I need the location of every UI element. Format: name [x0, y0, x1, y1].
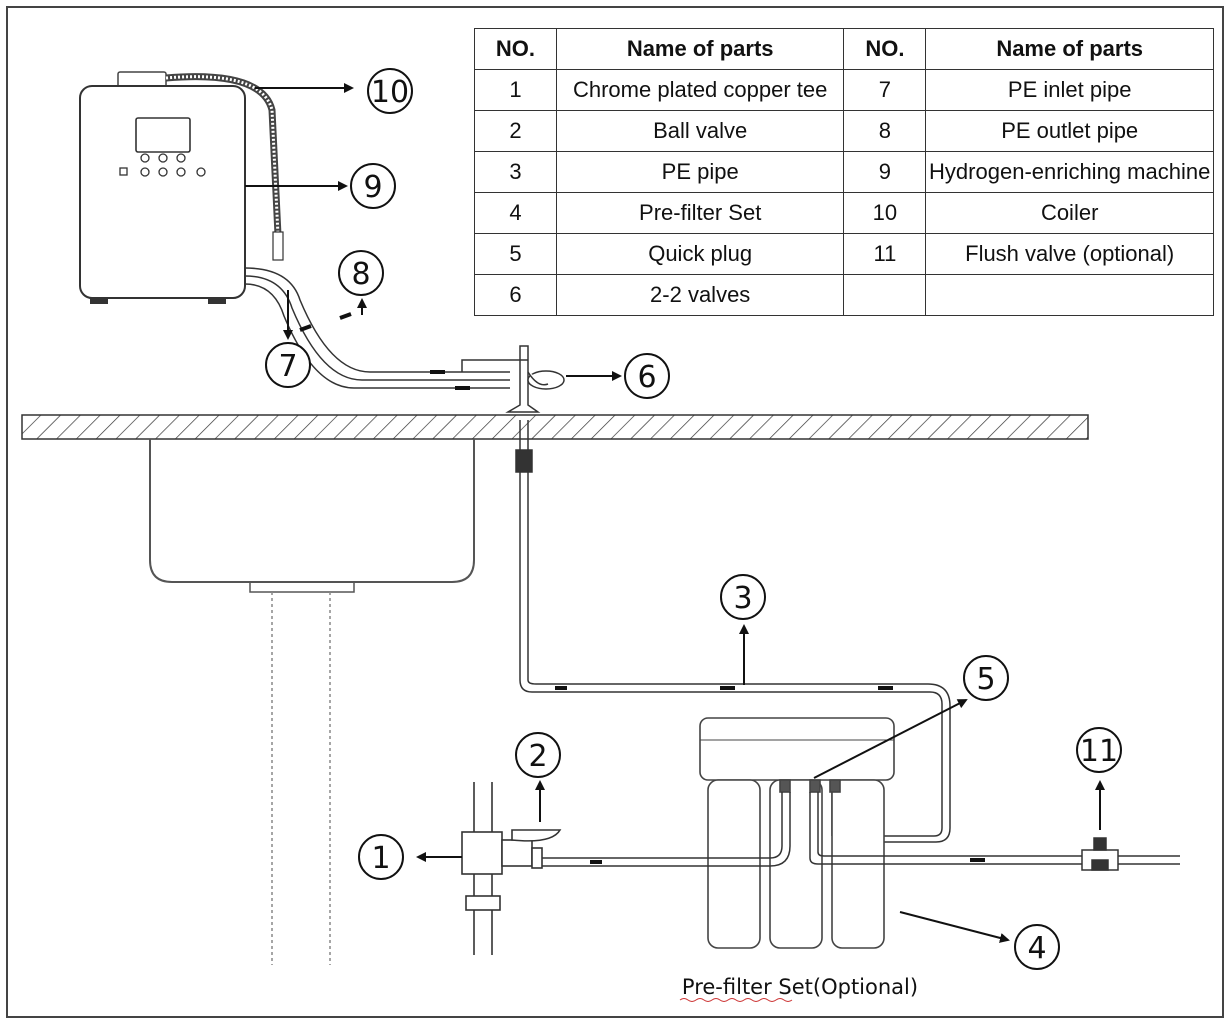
callout-3: 3 — [720, 574, 766, 620]
cell: 5 — [474, 233, 557, 275]
table-row: 2 Ball valve 8 PE outlet pipe — [474, 110, 1214, 152]
cell — [843, 274, 927, 316]
cell: Quick plug — [555, 233, 845, 275]
cell: 1 — [474, 69, 557, 111]
flush-valve-icon — [1081, 837, 1119, 871]
header-no: NO. — [843, 28, 927, 70]
table-row: 3 PE pipe 9 Hydrogen-enriching machine — [474, 151, 1214, 193]
cell: 2-2 valves — [555, 274, 845, 316]
header-no: NO. — [474, 28, 557, 70]
cell: PE outlet pipe — [925, 110, 1214, 152]
callout-7: 7 — [265, 342, 311, 388]
pe-pipe-main — [515, 420, 951, 843]
cell: Ball valve — [555, 110, 845, 152]
header-name: Name of parts — [925, 28, 1214, 70]
cell: 9 — [843, 151, 927, 193]
callout-label: 8 — [351, 257, 370, 292]
callout-4: 4 — [1014, 924, 1060, 970]
tap-valve-icon — [461, 345, 565, 413]
cell: PE pipe — [555, 151, 845, 193]
cell: Hydrogen-enriching machine — [925, 151, 1214, 193]
callout-label: 3 — [733, 581, 752, 616]
cell: 4 — [474, 192, 557, 234]
callout-9: 9 — [350, 163, 396, 209]
parts-table: NO. Name of parts NO. Name of parts 1 Ch… — [474, 28, 1214, 316]
table-row: 4 Pre-filter Set 10 Coiler — [474, 192, 1214, 234]
table-header-row: NO. Name of parts NO. Name of parts — [474, 28, 1214, 70]
cell: 11 — [843, 233, 927, 275]
cell: Flush valve (optional) — [925, 233, 1214, 275]
callout-2: 2 — [515, 732, 561, 778]
header-name: Name of parts — [555, 28, 845, 70]
coiler-hose — [165, 73, 284, 261]
diagram-frame — [6, 6, 1224, 1018]
chrome-tee-ball-valve-icon — [461, 782, 562, 955]
callout-label: 6 — [637, 360, 656, 395]
table-row: 1 Chrome plated copper tee 7 PE inlet pi… — [474, 69, 1214, 111]
callout-6: 6 — [624, 353, 670, 399]
callouts: 10 9 8 7 6 3 5 2 — [265, 68, 1122, 970]
callout-8: 8 — [338, 250, 384, 296]
cell: Chrome plated copper tee — [555, 69, 845, 111]
cell — [925, 274, 1214, 316]
callout-label: 5 — [976, 662, 995, 697]
callout-5: 5 — [963, 655, 1009, 701]
cell: 3 — [474, 151, 557, 193]
cell: Pre-filter Set — [555, 192, 845, 234]
prefilter-caption: Pre-filter Set(Optional) — [682, 975, 918, 999]
table-row: 6 2-2 valves — [474, 274, 1214, 316]
countertop — [21, 414, 1089, 440]
cell: 2 — [474, 110, 557, 152]
cell: 10 — [843, 192, 927, 234]
callout-label: 9 — [363, 170, 382, 205]
callout-label: 1 — [371, 841, 390, 876]
callout-label: 4 — [1027, 931, 1046, 966]
arrow-5 — [813, 699, 968, 779]
sink — [149, 439, 475, 965]
hydrogen-machine-icon — [79, 71, 246, 304]
arrow-4 — [899, 911, 1010, 943]
callout-10: 10 — [367, 68, 413, 114]
callout-label: 2 — [528, 739, 547, 774]
cell: PE inlet pipe — [925, 69, 1214, 111]
callout-label: 7 — [278, 349, 297, 384]
cell: 8 — [843, 110, 927, 152]
cell: Coiler — [925, 192, 1214, 234]
callout-label: 11 — [1080, 734, 1118, 769]
prefilter-set-icon — [699, 717, 895, 949]
cell: 7 — [843, 69, 927, 111]
callout-arrows — [245, 83, 1105, 943]
callout-1: 1 — [358, 834, 404, 880]
pe-pipes — [244, 267, 510, 390]
cell: 6 — [474, 274, 557, 316]
callout-label: 10 — [371, 75, 409, 110]
callout-11: 11 — [1076, 727, 1122, 773]
table-row: 5 Quick plug 11 Flush valve (optional) — [474, 233, 1214, 275]
supply-line — [540, 792, 1180, 867]
